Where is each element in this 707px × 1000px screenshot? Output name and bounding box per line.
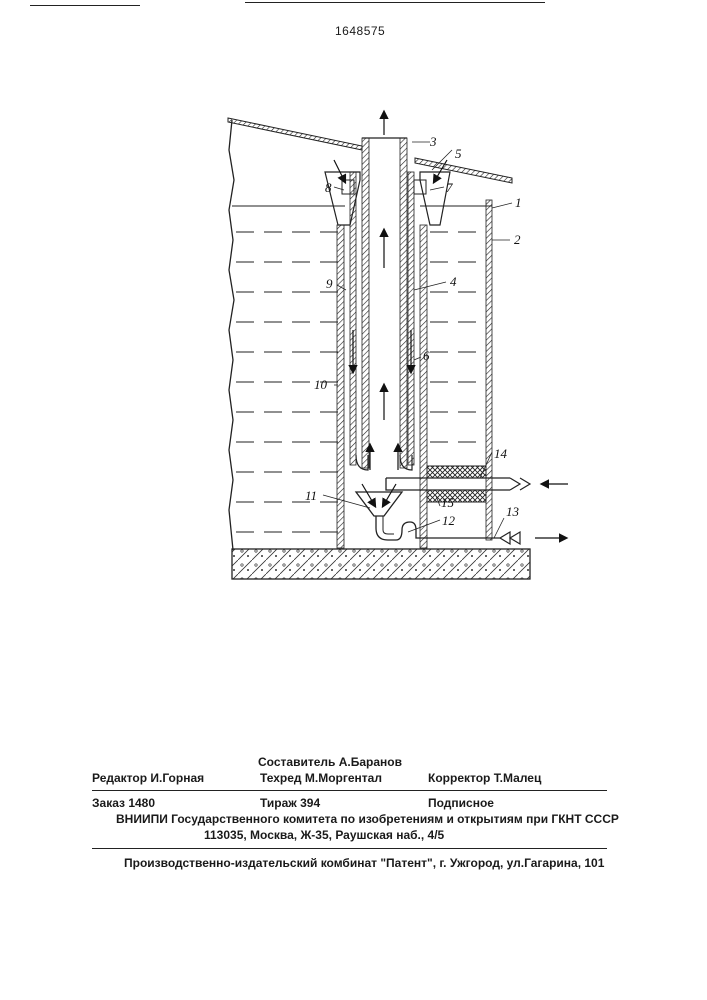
annulus-wall-right — [408, 172, 414, 465]
column-wall-right — [420, 225, 427, 548]
techred: Техред М.Моргентал — [260, 771, 382, 785]
insulation-lower — [427, 490, 486, 502]
ground-slab — [232, 549, 530, 579]
central-pipe-left — [362, 138, 369, 468]
colophon-rule-1 — [92, 790, 607, 791]
roof-left — [228, 118, 362, 150]
label-2: 2 — [514, 232, 521, 247]
label-10: 10 — [314, 377, 328, 392]
central-pipe-right — [400, 138, 407, 468]
label-12: 12 — [442, 513, 456, 528]
label-11: 11 — [305, 488, 317, 503]
publisher: Производственно-издательский комбинат "П… — [124, 856, 604, 870]
annulus-wall-left — [350, 172, 356, 465]
label-1: 1 — [515, 195, 522, 210]
compiler: Составитель А.Баранов — [258, 755, 402, 769]
collector-funnel — [356, 492, 402, 516]
label-6: 6 — [423, 348, 430, 363]
siphon-pipe — [376, 516, 500, 540]
colophon-rule-2 — [92, 848, 607, 849]
outlet-valve — [500, 532, 520, 544]
label-14: 14 — [494, 446, 508, 461]
subscription: Подписное — [428, 796, 494, 810]
label-5: 5 — [455, 146, 462, 161]
insulation-upper — [427, 466, 486, 478]
technical-drawing: 3 5 7 8 1 2 9 4 6 10 11 12 13 14 15 — [0, 0, 707, 620]
inlet-valve — [510, 478, 530, 490]
label-7: 7 — [446, 180, 453, 195]
label-9: 9 — [326, 276, 333, 291]
label-4: 4 — [450, 274, 457, 289]
label-8: 8 — [325, 180, 332, 195]
corrector: Корректор Т.Малец — [428, 771, 541, 785]
label-15: 15 — [441, 495, 455, 510]
address: 113035, Москва, Ж-35, Раушская наб., 4/5 — [204, 828, 444, 842]
label-13: 13 — [506, 504, 520, 519]
institute: ВНИИПИ Государственного комитета по изоб… — [116, 812, 619, 826]
outer-casing-right — [486, 200, 492, 540]
order-number: Заказ 1480 — [92, 796, 155, 810]
editor: Редактор И.Горная — [92, 771, 204, 785]
print-run: Тираж 394 — [260, 796, 320, 810]
label-3: 3 — [429, 134, 437, 149]
reservoir-wall-break — [229, 120, 234, 550]
roof-right — [415, 158, 512, 183]
